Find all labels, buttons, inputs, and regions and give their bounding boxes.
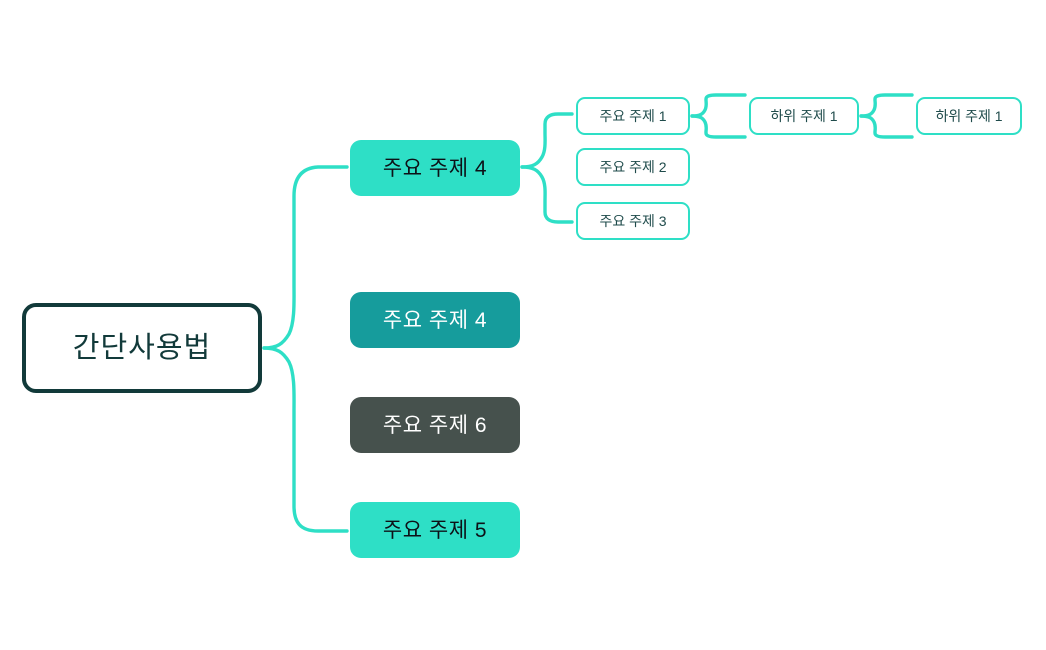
connector-main-brace-upper bbox=[520, 112, 574, 169]
connector-leaf-brace-lower bbox=[859, 114, 914, 139]
connector-sub-brace-upper bbox=[690, 93, 747, 118]
leaf-topic-node-2[interactable]: 하위 주제 1 bbox=[916, 97, 1022, 135]
connector-root-brace-upper bbox=[262, 165, 349, 350]
leaf-topic-node-1[interactable]: 하위 주제 1 bbox=[749, 97, 859, 135]
main-topic-node-3[interactable]: 주요 주제 6 bbox=[350, 397, 520, 453]
sub-topic-node-1[interactable]: 주요 주제 1 bbox=[576, 97, 690, 135]
sub-topic-node-2[interactable]: 주요 주제 2 bbox=[576, 148, 690, 186]
main-topic-node-1[interactable]: 주요 주제 4 bbox=[350, 140, 520, 196]
root-node[interactable]: 간단사용법 bbox=[22, 303, 262, 393]
main-topic-node-2[interactable]: 주요 주제 4 bbox=[350, 292, 520, 348]
connector-sub-brace-lower bbox=[690, 114, 747, 139]
connector-main-brace-lower bbox=[520, 165, 574, 224]
sub-topic-node-3[interactable]: 주요 주제 3 bbox=[576, 202, 690, 240]
main-topic-node-4[interactable]: 주요 주제 5 bbox=[350, 502, 520, 558]
connector-root-brace-lower bbox=[262, 346, 349, 533]
connector-leaf-brace-upper bbox=[859, 93, 914, 118]
